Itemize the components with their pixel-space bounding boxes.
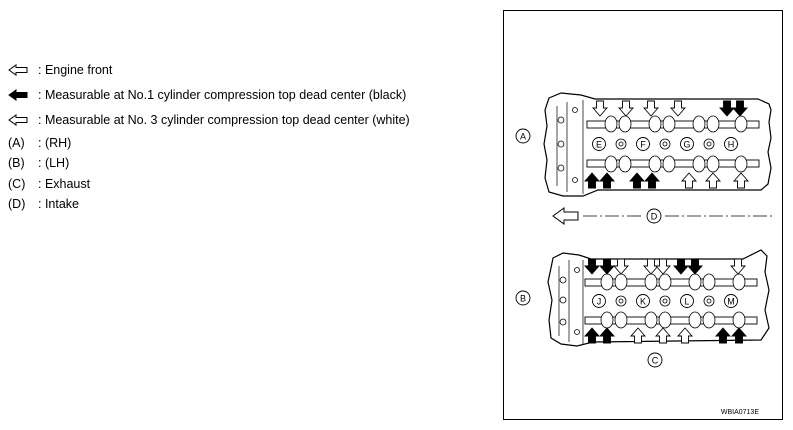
legend-text: : Engine front [38,63,113,77]
black-arrow-left-icon [8,89,38,101]
legend-row-c: (C) : Exhaust [8,174,90,194]
white-arrow-left-icon [8,64,38,76]
legend-text: : Intake [38,197,79,211]
legend-key: (A) [8,136,25,150]
callout-b [515,290,531,306]
legend-row-engine-front: : Engine front [8,60,112,80]
engine-front-indicator: D [552,207,775,225]
figure-frame [503,10,783,420]
legend-key: (D) [8,197,26,211]
legend-text: : Measurable at No.1 cylinder compressio… [38,88,407,102]
legend-key: (B) [8,156,25,170]
legend-key: (C) [8,177,26,191]
journal-label: H [728,140,735,150]
legend-row-b: (B) : (LH) [8,153,69,173]
callout-a [515,128,531,144]
callout-a-label: A [520,132,526,142]
legend-text: : Measurable at No. 3 cylinder compressi… [38,113,410,127]
callout-d-label: D [651,212,658,222]
callout-c-label: C [652,356,659,366]
journal-label: M [727,297,735,307]
legend-text: : (LH) [38,156,70,170]
legend-text: : (RH) [38,136,72,150]
camshaft-figure: E F G H A D [503,10,783,420]
callout-b-label: B [520,294,526,304]
callout-d [646,208,662,224]
journal-label: F [640,140,646,150]
journal-label: J [597,297,602,307]
journal-label: E [596,140,602,150]
rh-journal-markers [592,137,738,151]
legend-row-no3-tdc: : Measurable at No. 3 cylinder compressi… [8,110,410,130]
journal-label: G [683,140,690,150]
callout-c [647,352,663,368]
white-arrow-left-icon [552,207,579,225]
legend-row-no1-tdc: : Measurable at No.1 cylinder compressio… [8,85,406,105]
white-arrow-left-icon [8,114,38,126]
legend-text: : Exhaust [38,177,91,191]
figure-code: WBIA0713E [721,409,759,416]
legend-row-d: (D) : Intake [8,194,79,214]
legend-row-a: (A) : (RH) [8,133,71,153]
lh-journal-markers [592,294,738,308]
lh-cylinder-head: J K L M B C [515,249,770,368]
journal-label: L [684,297,689,307]
rh-cylinder-head: E F G H A [515,92,772,197]
journal-label: K [640,297,646,307]
